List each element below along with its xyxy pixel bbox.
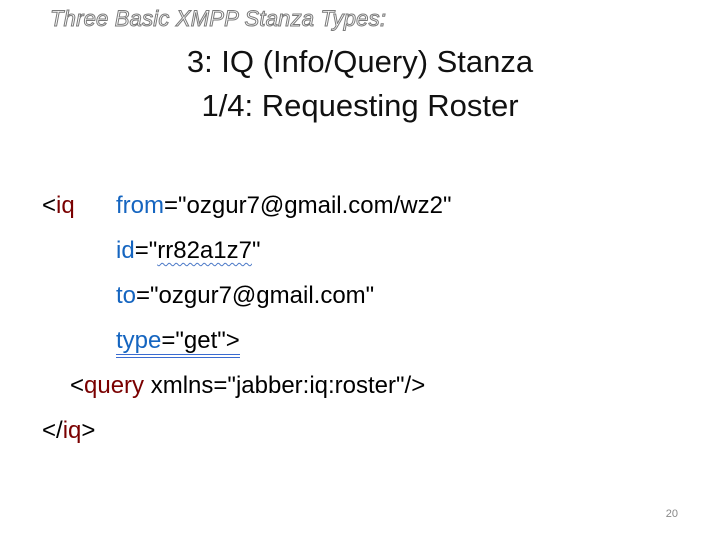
- close-end: >: [81, 417, 96, 444]
- id-eq-quote: =": [134, 237, 158, 264]
- code-line-close: </iq>: [42, 417, 95, 445]
- code-line-type: type="get">: [116, 327, 240, 358]
- id-attr: id: [116, 237, 135, 264]
- code-line-to: to="ozgur7@gmail.com": [116, 282, 374, 310]
- id-value: rr82a1z7: [157, 237, 252, 264]
- title-line-1: 3: IQ (Info/Query) Stanza: [186, 44, 534, 79]
- code-line-query: <query xmlns="jabber:iq:roster"/>: [70, 372, 425, 400]
- to-attr: to: [116, 282, 137, 309]
- to-value: ="ozgur7@gmail.com": [136, 282, 375, 309]
- query-rest: xmlns="jabber:iq:roster"/>: [144, 372, 426, 399]
- iq-tag: iq: [56, 192, 75, 219]
- id-close: ": [251, 237, 261, 264]
- code-line-iq: <iq: [42, 192, 75, 220]
- page-number: 20: [665, 508, 678, 520]
- type-attr: type: [116, 327, 162, 354]
- open-bracket: <: [42, 192, 57, 219]
- query-open: <: [70, 372, 85, 399]
- close-open: </: [42, 417, 63, 444]
- query-tag: query: [84, 372, 145, 399]
- type-underlined: type="get">: [116, 327, 240, 358]
- title-line-2: 1/4: Requesting Roster: [201, 88, 519, 123]
- from-value: ="ozgur7@gmail.com/wz2": [164, 192, 452, 219]
- code-line-id: id="rr82a1z7": [116, 237, 261, 265]
- code-line-from: from="ozgur7@gmail.com/wz2": [116, 192, 452, 220]
- section-heading: Three Basic XMPP Stanza Types:: [49, 6, 387, 32]
- from-attr: from: [116, 192, 164, 219]
- close-tag: iq: [62, 417, 82, 444]
- type-value: ="get">: [161, 327, 240, 354]
- slide-title: 3: IQ (Info/Query) Stanza 1/4: Requestin…: [0, 40, 720, 128]
